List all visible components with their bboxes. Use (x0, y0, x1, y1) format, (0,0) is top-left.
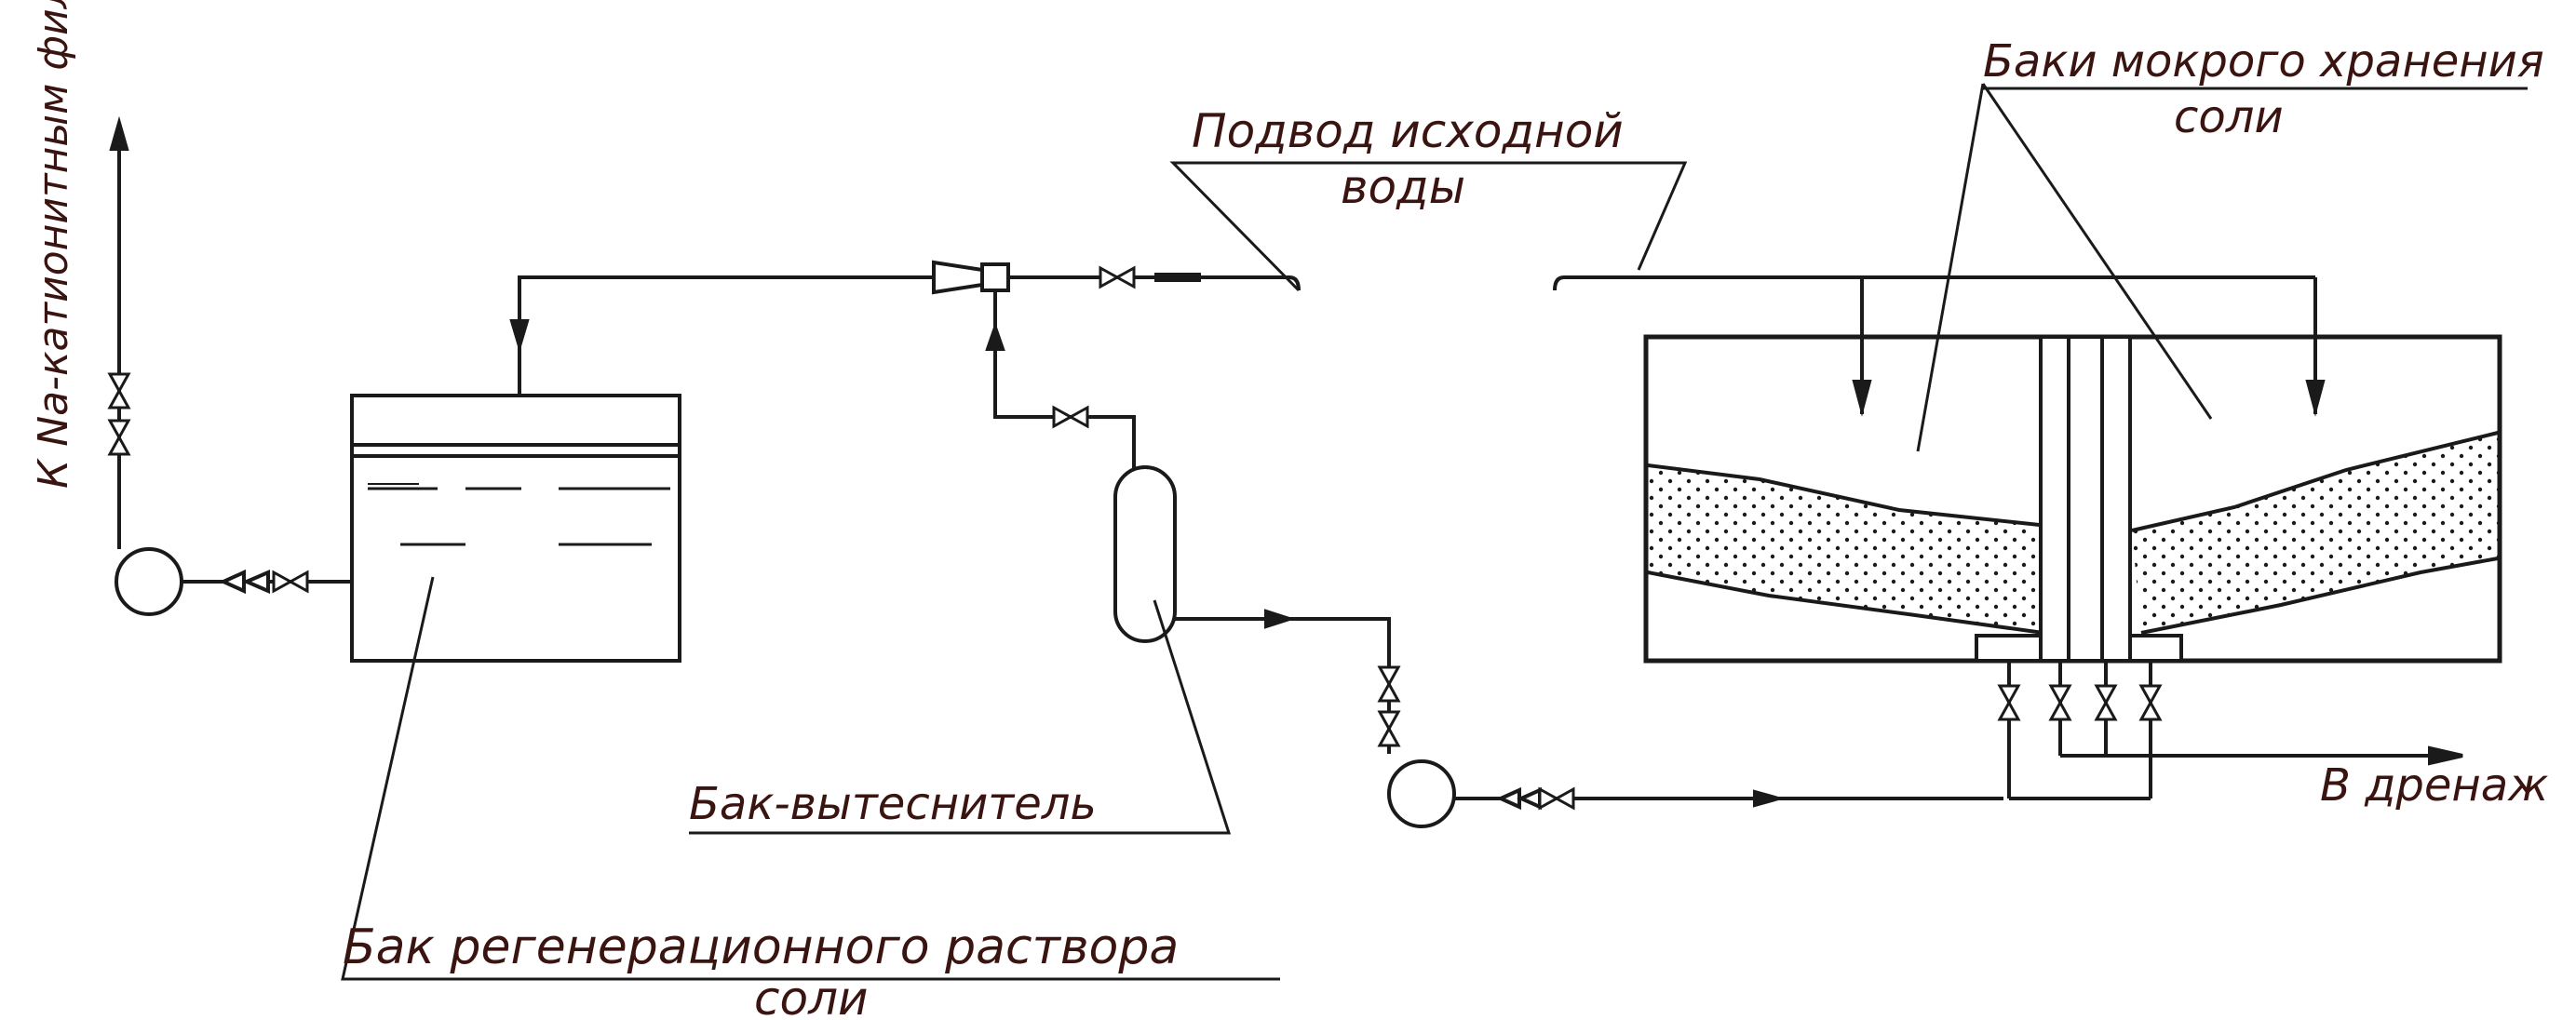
ejector (932, 260, 1010, 295)
filter-line-valve-upper[interactable] (108, 372, 130, 409)
pump-to-regen-tank-line (182, 569, 352, 595)
regen-outlet-valve[interactable] (272, 570, 309, 593)
storage-valve-2[interactable] (2049, 684, 2071, 721)
label-regen-tank-line2: соли (754, 972, 869, 1020)
displacer-tank (1113, 465, 1177, 643)
label-water-supply-line1: Подвод исходной (1192, 104, 1624, 158)
water-supply-pipe-left (1008, 273, 1301, 291)
displacer-to-ejector-line (985, 290, 1136, 470)
displacer-outlet-valve[interactable] (1052, 406, 1089, 428)
storage-to-pump-line (1454, 786, 2003, 811)
wet-storage-tanks (1643, 334, 2502, 664)
label-displacer-tank: Бак-вытеснитель (689, 778, 1097, 830)
left-pump-icon (115, 547, 183, 616)
label-wet-storage-line1: Баки мокрого хранения (1983, 35, 2544, 87)
storage-valve-3[interactable] (2095, 684, 2117, 721)
filter-supply-line (109, 115, 129, 549)
displacer-inlet-valve-lower[interactable] (1378, 710, 1400, 747)
label-wet-storage-line2: соли (2174, 91, 2284, 143)
pump-suction-valve[interactable] (1538, 787, 1575, 810)
water-supply-valve[interactable] (1099, 266, 1136, 289)
label-water-supply-line2: воды (1341, 160, 1465, 214)
leader-lines (341, 83, 2528, 981)
label-to-drain: В дренаж (2320, 759, 2548, 812)
storage-valve-4[interactable] (2139, 684, 2162, 721)
regen-solution-tank (350, 394, 681, 663)
filter-line-valve-lower[interactable] (108, 419, 130, 456)
regen-inlet-line (509, 275, 934, 396)
bottom-pump-icon (1387, 759, 1456, 828)
pump-to-displacer-line (1175, 609, 1391, 754)
label-to-filters: К Na-катионитным фильтрам (30, 0, 77, 489)
displacer-inlet-valve-upper[interactable] (1378, 665, 1400, 703)
label-regen-tank-line1: Бак регенерационного раствора (343, 919, 1179, 975)
water-supply-pipe-right (1553, 275, 2326, 417)
storage-valve-1[interactable] (1998, 684, 2020, 721)
